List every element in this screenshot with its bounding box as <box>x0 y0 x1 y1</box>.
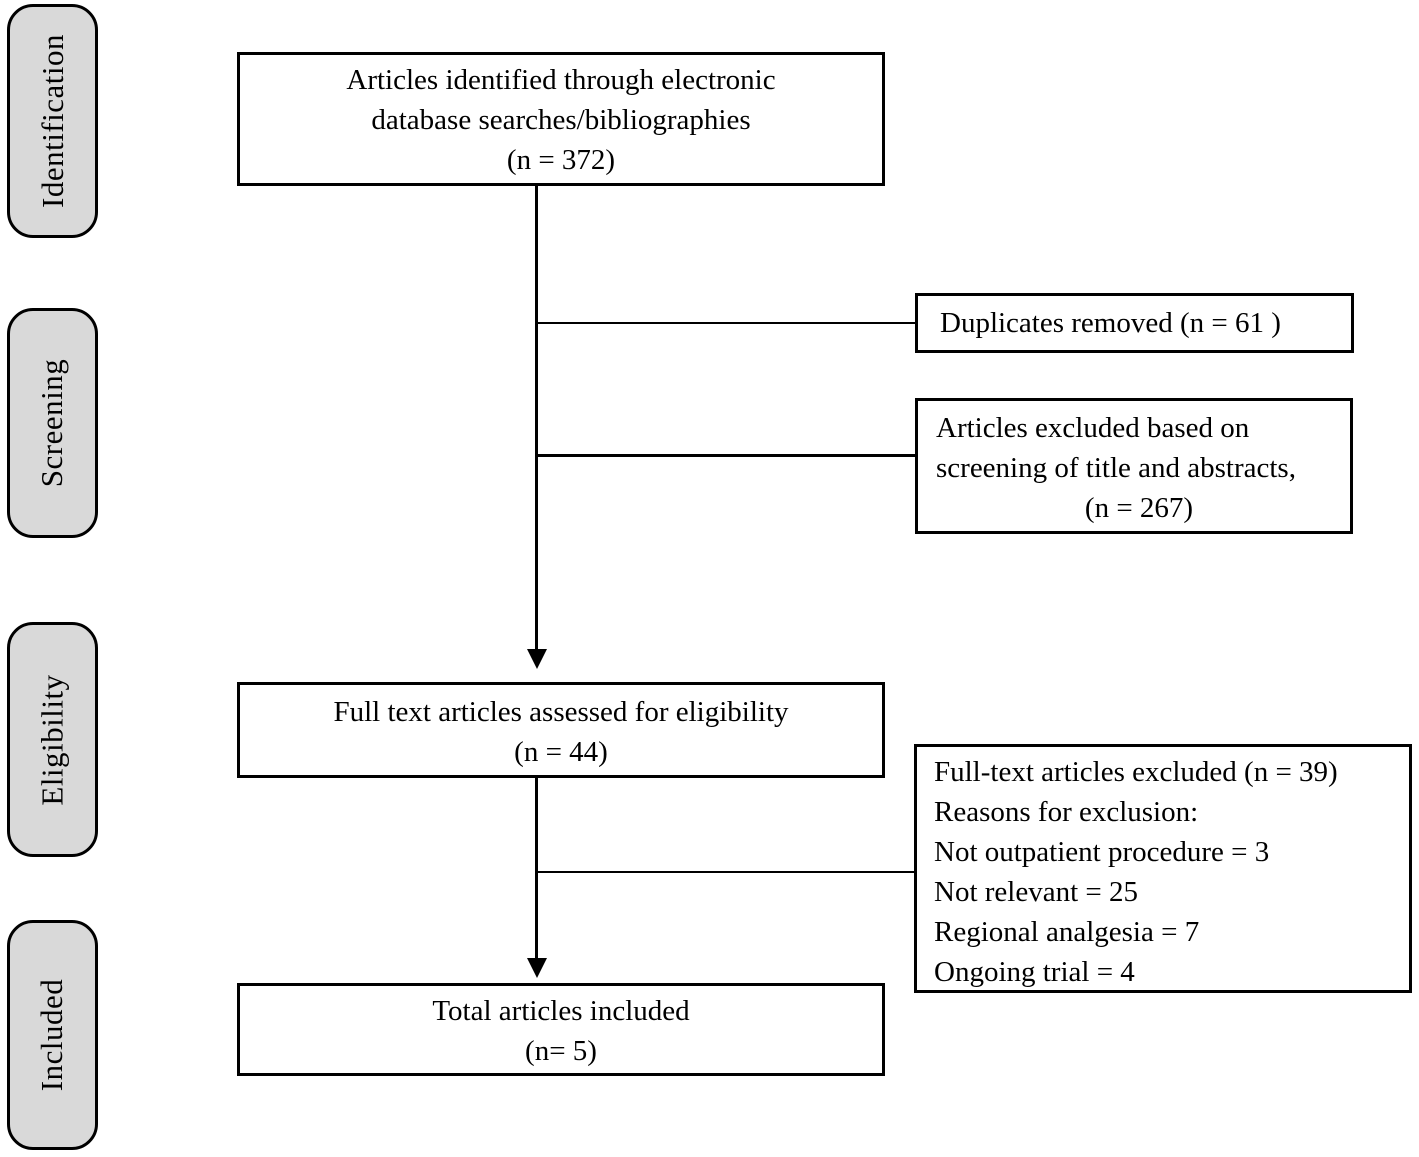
box-fulltext-excluded: Full-text articles excluded (n = 39) Rea… <box>914 744 1412 993</box>
connector-identified-to-assessed-line <box>535 185 538 651</box>
stage-label-eligibility: Eligibility <box>7 622 98 857</box>
box-duplicates-removed-text: Duplicates removed (n = 61 ) <box>940 307 1281 339</box>
box-screening-excluded-text: Articles excluded based on screening of … <box>936 412 1296 484</box>
stage-label-identification: Identification <box>7 4 98 238</box>
box-duplicates-removed: Duplicates removed (n = 61 ) <box>915 293 1354 353</box>
stage-label-eligibility-text: Eligibility <box>34 673 70 806</box>
box-screening-excluded: Articles excluded based on screening of … <box>915 398 1353 534</box>
connector-branch-fulltext-excluded <box>537 871 914 873</box>
stage-label-screening: Screening <box>7 308 98 538</box>
box-fulltext-assessed: Full text articles assessed for eligibil… <box>237 682 885 778</box>
box-articles-identified: Articles identified through electronic d… <box>237 52 885 186</box>
stage-label-identification-text: Identification <box>34 34 70 208</box>
stage-label-included-text: Included <box>34 978 70 1092</box>
connector-branch-duplicates <box>537 322 915 324</box>
box-screening-excluded-count: (n = 267) <box>1084 492 1194 524</box>
stage-label-screening-text: Screening <box>34 358 70 488</box>
arrowhead-down-to-total <box>527 958 547 978</box>
connector-branch-screening-excluded <box>537 454 915 457</box>
connector-assessed-to-total-line <box>535 777 538 959</box>
box-total-included: Total articles included (n= 5) <box>237 983 885 1076</box>
stage-label-included: Included <box>7 920 98 1150</box>
arrowhead-down-to-assessed <box>527 649 547 669</box>
